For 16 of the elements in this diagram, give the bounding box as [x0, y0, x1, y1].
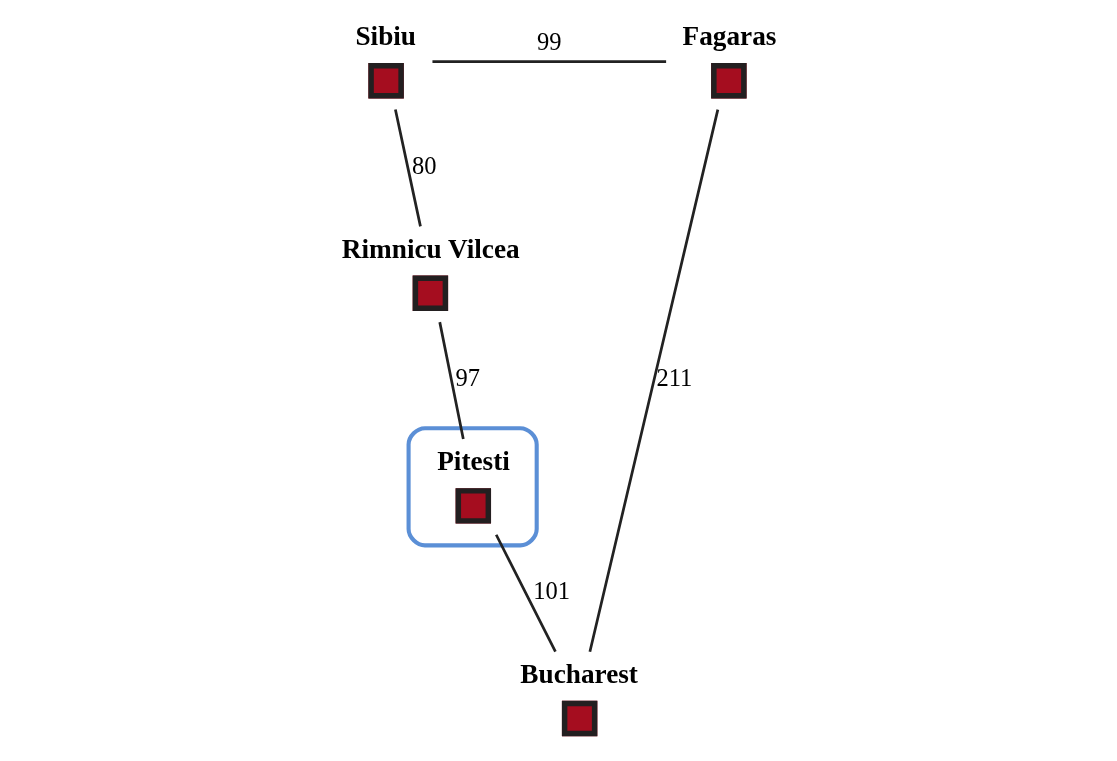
cluster [406, 426, 539, 548]
node-label: Pitesti [437, 446, 510, 477]
connector [588, 109, 720, 653]
edge-label: 97 [455, 364, 481, 392]
connector [438, 321, 465, 440]
edge-label: 211 [656, 364, 693, 392]
node-label: Rimnicu Vilcea [341, 233, 520, 264]
node-label: Sibiu [355, 21, 417, 52]
connector [495, 534, 557, 653]
edge-label: 99 [537, 27, 562, 55]
edge-label: 101 [533, 577, 571, 605]
edge-label: 80 [412, 151, 437, 179]
connector [432, 60, 667, 63]
node-label: Bucharest [520, 659, 638, 690]
node-label: Fagaras [682, 21, 777, 52]
connector [394, 109, 422, 227]
